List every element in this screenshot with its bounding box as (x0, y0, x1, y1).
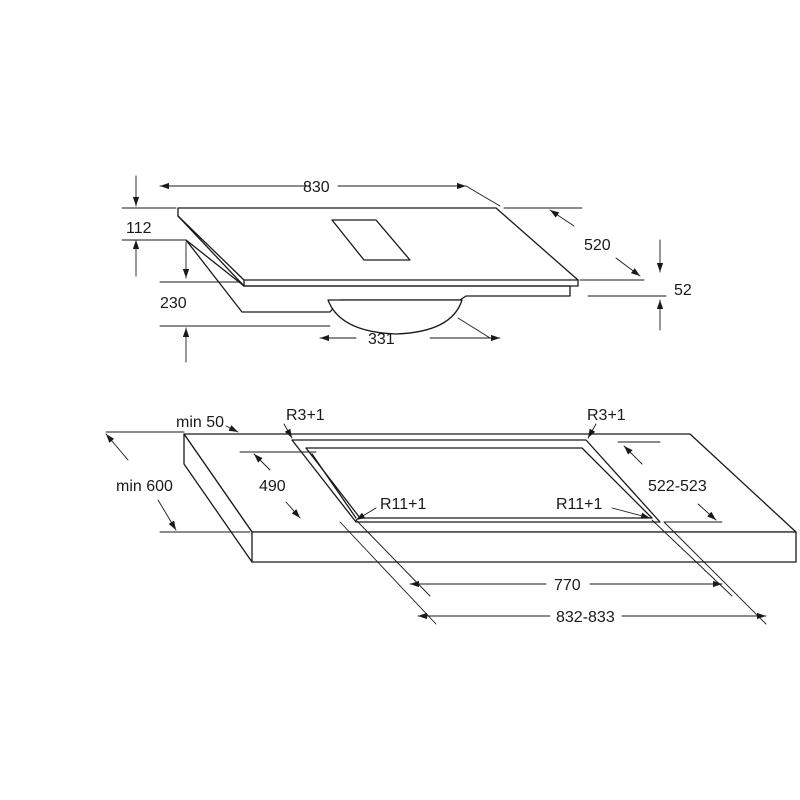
dim-230: 230 (160, 295, 187, 312)
dim-520: 520 (584, 237, 611, 254)
label-min-50: min 50 (176, 414, 224, 431)
motor-housing (327, 299, 463, 335)
dim-490: 490 (259, 478, 286, 495)
dim-331: 331 (368, 331, 395, 348)
dim-830: 830 (303, 179, 330, 196)
label-r11-left: R11+1 (380, 496, 427, 513)
cutout-dimensions: min 50 min 600 R3+1 R3+1 490 522-523 R11… (105, 407, 767, 626)
worktop-view (183, 433, 797, 563)
label-r3-left: R3+1 (286, 407, 325, 424)
label-r3-right: R3+1 (587, 407, 626, 424)
cutout-inner (305, 447, 653, 519)
hob-top-view (177, 207, 579, 335)
dim-112: 112 (126, 220, 152, 237)
label-r11-right: R11+1 (556, 496, 603, 513)
cutout-outer (291, 439, 661, 523)
dim-770: 770 (554, 577, 581, 594)
dim-52: 52 (674, 282, 692, 299)
top-dimensions: 830 112 230 520 52 331 (121, 175, 692, 363)
dim-832-833: 832-833 (556, 609, 615, 626)
label-min-600: min 600 (116, 478, 173, 495)
extractor-vent (331, 219, 411, 261)
dim-522-523: 522-523 (648, 478, 707, 495)
